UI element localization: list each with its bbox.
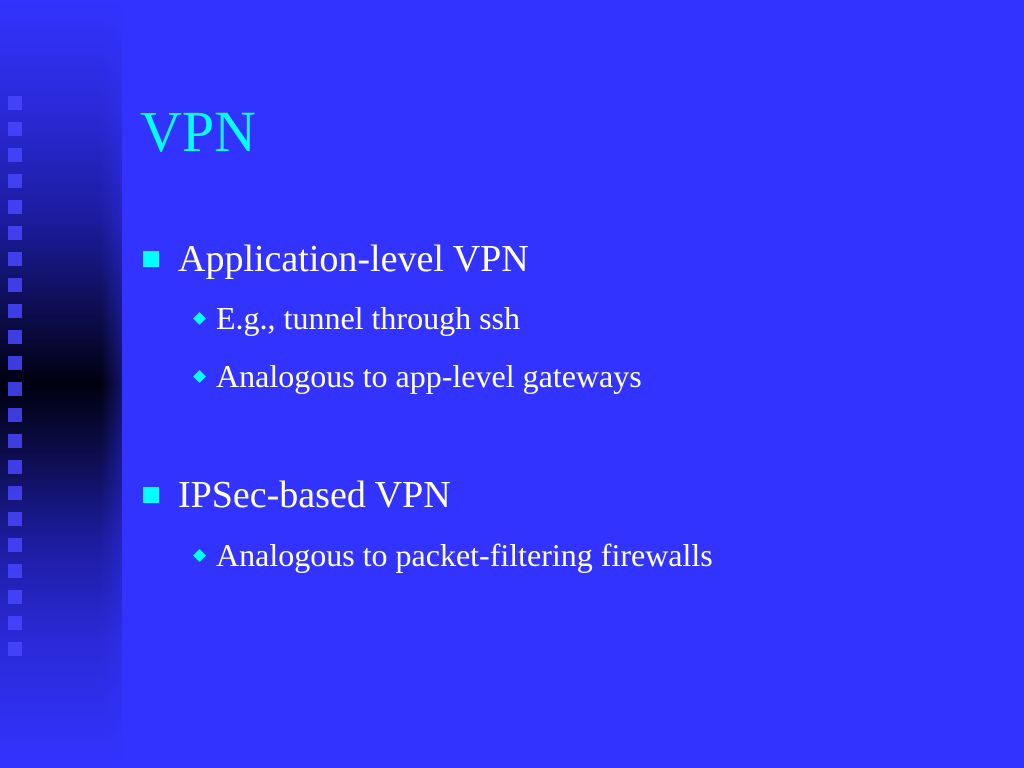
decorative-square — [8, 278, 22, 292]
decorative-square — [8, 200, 22, 214]
decorative-square — [8, 304, 22, 318]
slide-title: VPN — [140, 99, 257, 164]
decorative-square — [8, 460, 22, 474]
sub-bullet-text: Analogous to app-level gateways — [216, 358, 642, 394]
decorative-square — [8, 408, 22, 422]
decorative-square — [8, 382, 22, 396]
bullet-item: Application-level VPN — [143, 237, 529, 281]
sub-bullet-text: E.g., tunnel through ssh — [216, 300, 520, 336]
sub-bullet-item: E.g., tunnel through ssh — [193, 299, 520, 337]
diamond-bullet-icon — [193, 311, 206, 325]
square-bullet-icon — [143, 251, 159, 267]
decorative-square — [8, 486, 22, 500]
decorative-square — [8, 590, 22, 604]
decorative-square — [8, 96, 22, 110]
decorative-square-column — [8, 96, 26, 696]
decorative-square — [8, 642, 22, 656]
bullet-text: IPSec-based VPN — [178, 474, 451, 516]
decorative-square — [8, 356, 22, 370]
decorative-square — [8, 330, 22, 344]
decorative-square — [8, 252, 22, 266]
decorative-square — [8, 148, 22, 162]
decorative-square — [8, 512, 22, 526]
bullet-item: IPSec-based VPN — [143, 473, 451, 517]
sub-bullet-text: Analogous to packet-filtering firewalls — [216, 537, 713, 573]
diamond-bullet-icon — [193, 369, 206, 383]
square-bullet-icon — [143, 487, 159, 503]
decorative-square — [8, 434, 22, 448]
decorative-square — [8, 564, 22, 578]
bullet-text: Application-level VPN — [178, 238, 529, 280]
decorative-square — [8, 174, 22, 188]
decorative-square — [8, 616, 22, 630]
decorative-square — [8, 538, 22, 552]
sub-bullet-item: Analogous to app-level gateways — [193, 357, 642, 395]
decorative-square — [8, 122, 22, 136]
sub-bullet-item: Analogous to packet-filtering firewalls — [193, 536, 713, 574]
diamond-bullet-icon — [193, 548, 206, 562]
decorative-square — [8, 226, 22, 240]
